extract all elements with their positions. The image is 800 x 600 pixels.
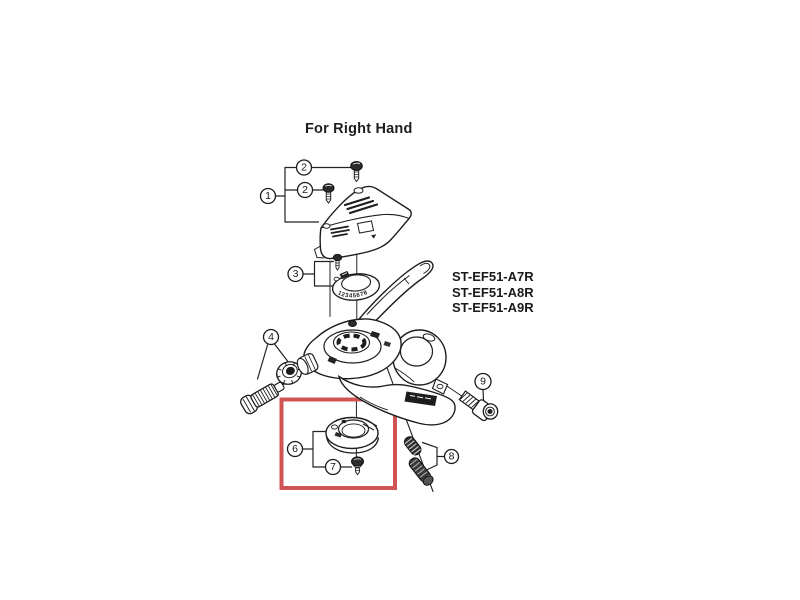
- callout-1: 1: [259, 187, 277, 205]
- barrel-adjuster: [240, 381, 285, 415]
- svg-text:8: 8: [449, 451, 455, 463]
- brake-lever: [354, 260, 434, 331]
- adjuster-lock-nut: [276, 361, 302, 386]
- svg-text:7: 7: [330, 461, 336, 473]
- clamp-bolt: [458, 390, 499, 422]
- spring-bolt: [408, 457, 434, 486]
- fixing-screw: [351, 456, 364, 476]
- callout-9: 9: [474, 372, 492, 391]
- shifter-body: [296, 260, 456, 426]
- cable-boss: [296, 353, 319, 375]
- svg-text:1: 1: [265, 190, 271, 202]
- svg-text:9: 9: [480, 376, 486, 388]
- highlight-box: [279, 397, 397, 490]
- brand-logo: [404, 391, 437, 406]
- gear-indicator-dial: 12345678: [331, 270, 381, 301]
- model-number: ST-EF51-A8R: [452, 284, 534, 300]
- callout-4: 4: [262, 328, 280, 346]
- indicator-cover-ring: [325, 416, 380, 454]
- cover-screw-side: [322, 183, 335, 204]
- shifter-mechanism: [303, 318, 402, 380]
- callout-8: 8: [443, 448, 460, 465]
- model-number: ST-EF51-A7R: [452, 269, 534, 284]
- page-title: For Right Hand: [305, 121, 413, 137]
- callout-7: 7: [324, 458, 342, 476]
- callout-6: 6: [286, 440, 304, 458]
- callout-3: 3: [287, 265, 304, 283]
- svg-text:6: 6: [292, 443, 298, 455]
- model-number-list: ST-EF51-A7R ST-EF51-A8R ST-EF51-A9R: [452, 269, 534, 316]
- cover-screw-top: [350, 161, 363, 183]
- model-number: ST-EF51-A9R: [452, 300, 534, 315]
- callout-markers: 1 2 2 3 4 6 7: [259, 159, 492, 476]
- top-cover: [313, 185, 412, 260]
- callout-2-top: 2: [295, 159, 313, 176]
- clamp-band: [392, 329, 449, 395]
- callout-2-bottom: 2: [296, 181, 314, 199]
- lower-housing: [337, 367, 456, 426]
- return-spring: [403, 436, 422, 456]
- svg-text:2: 2: [301, 162, 307, 174]
- svg-text:4: 4: [268, 331, 274, 343]
- svg-text:3: 3: [293, 268, 299, 280]
- svg-text:2: 2: [302, 184, 308, 196]
- indicator-screw: [332, 253, 343, 271]
